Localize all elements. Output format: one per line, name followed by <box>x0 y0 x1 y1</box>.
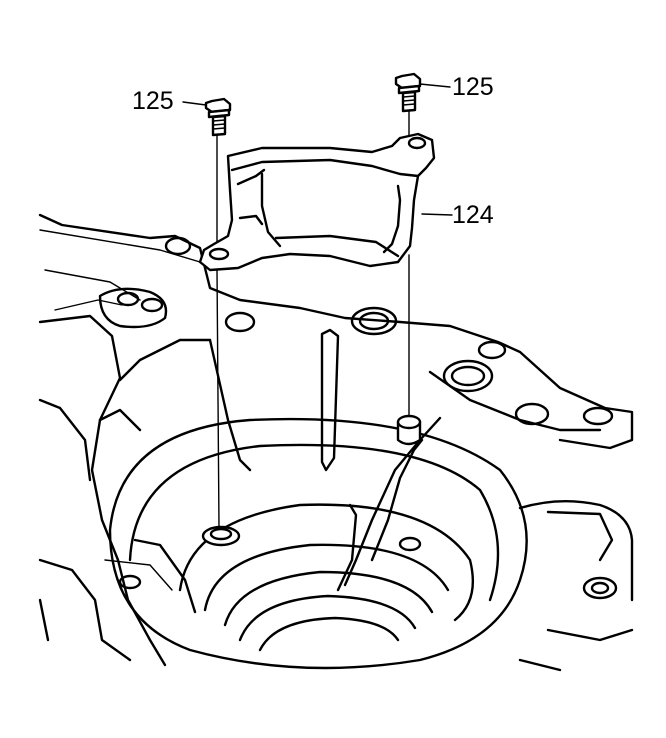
bolt-left <box>204 97 232 137</box>
alignment-lines <box>216 95 410 529</box>
transmission-case <box>38 213 634 672</box>
leader-lines <box>182 83 453 216</box>
shield-cover <box>198 132 436 272</box>
callout-bolt-left: 125 <box>132 87 174 115</box>
mounting-bosses <box>201 414 422 547</box>
bolt-right <box>394 72 422 113</box>
callout-shield: 124 <box>452 201 494 229</box>
callout-bolt-right: 125 <box>452 73 494 101</box>
